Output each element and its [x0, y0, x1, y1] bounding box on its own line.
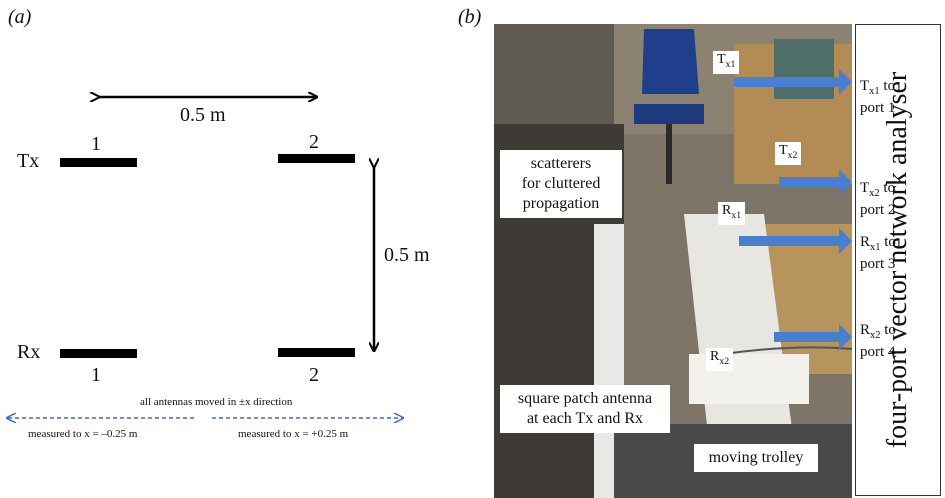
panel-a-label: (a): [8, 6, 32, 28]
rx-antenna-2-number: 2: [309, 364, 319, 386]
photo-label-rx2: Rx2: [706, 348, 734, 371]
patch-antenna-callout: square patch antenna at each Tx and Rx: [500, 385, 670, 433]
movement-note: all antennas moved in ±x direction: [140, 396, 293, 408]
measured-left-label: measured to x = –0.25 m: [28, 428, 138, 440]
tx-antenna-2: [278, 154, 355, 163]
photo-label-rx1: Rx1: [718, 202, 746, 225]
rx-label: Rx: [17, 341, 41, 363]
port-label-2: Tx2 to port 2: [860, 180, 896, 218]
port-label-1: Tx1 to port 1: [860, 78, 896, 116]
arrow-rx2: [774, 324, 852, 350]
photo-label-tx1: Tx1: [713, 51, 740, 74]
moving-trolley-callout: moving trolley: [694, 444, 818, 472]
arrow-tx2: [779, 169, 852, 195]
vna-box: [855, 24, 941, 496]
horizontal-spacing-label: 0.5 m: [180, 104, 226, 126]
port-label-4: Rx2 to port 4: [860, 322, 896, 360]
schematic-diagram: [0, 0, 490, 498]
tx-antenna-1: [60, 158, 137, 167]
arrow-rx1: [739, 228, 852, 254]
arrow-tx1: [734, 69, 852, 95]
panel-b-label: (b): [458, 6, 482, 28]
vna-label: four-port vector network analyser: [882, 71, 913, 449]
tx-antenna-1-number: 1: [91, 133, 101, 155]
rx-antenna-1: [60, 349, 137, 358]
rx-antenna-1-number: 1: [91, 364, 101, 386]
rx-antenna-2: [278, 348, 355, 357]
tx-antenna-2-number: 2: [309, 131, 319, 153]
measured-right-label: measured to x = +0.25 m: [238, 428, 349, 440]
photo-label-tx2: Tx2: [775, 142, 802, 165]
port-label-3: Rx1 to port 3: [860, 234, 896, 272]
vertical-spacing-label: 0.5 m: [384, 244, 430, 266]
scatterers-callout: scatterers for cluttered propagation: [500, 150, 622, 218]
tx-label: Tx: [17, 150, 40, 172]
lab-setup-photo: Tx1 Tx2 Rx1 Rx2 scatterers for cluttered…: [494, 24, 852, 498]
